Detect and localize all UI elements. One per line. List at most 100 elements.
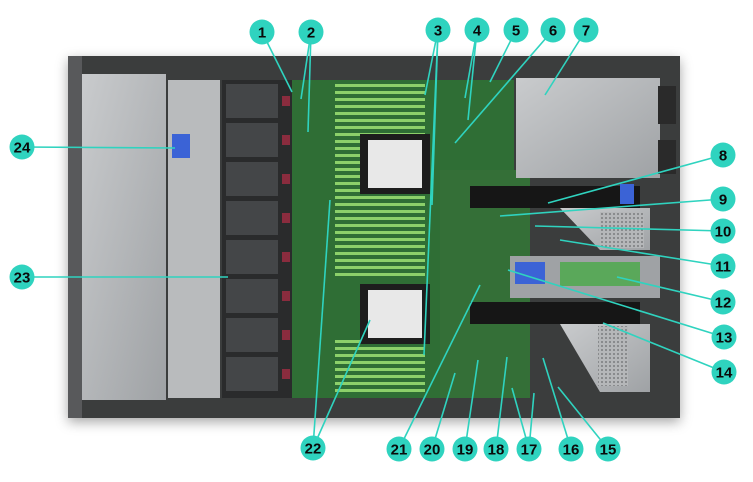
air-baffle bbox=[168, 80, 220, 398]
callout-badge bbox=[710, 253, 736, 279]
dimm bbox=[335, 203, 425, 206]
fan-module bbox=[226, 162, 278, 196]
callout-20: 20 bbox=[419, 436, 445, 462]
leader-line-11 bbox=[559, 239, 724, 267]
leader-line-10 bbox=[534, 225, 724, 232]
leader-line-7 bbox=[544, 29, 587, 96]
fan-connector bbox=[282, 252, 290, 262]
callout-2: 2 bbox=[298, 19, 324, 45]
callout-badge bbox=[710, 289, 736, 315]
callout-21: 21 bbox=[386, 436, 412, 462]
callout-badge bbox=[452, 436, 478, 462]
leader-line-21 bbox=[398, 284, 481, 450]
callout-badge bbox=[386, 436, 412, 462]
callout-number: 3 bbox=[434, 23, 442, 40]
fan-connector bbox=[282, 96, 290, 106]
fan-module bbox=[226, 84, 278, 118]
dimm bbox=[335, 119, 425, 122]
callout-badge bbox=[516, 436, 542, 462]
callout-badge bbox=[595, 436, 621, 462]
riser-cage-primary bbox=[470, 184, 650, 250]
callout-badge bbox=[9, 134, 35, 160]
psu-handle-top bbox=[658, 86, 676, 124]
callout-badge bbox=[483, 436, 509, 462]
dimm bbox=[335, 217, 425, 220]
fan-module bbox=[226, 201, 278, 235]
callout-badge bbox=[425, 17, 451, 43]
dimm bbox=[335, 375, 425, 378]
leader-line-18 bbox=[495, 356, 508, 450]
drive-latch bbox=[172, 134, 190, 158]
callout-number: 10 bbox=[715, 224, 732, 241]
fan-connector bbox=[282, 213, 290, 223]
callout-17: 17 bbox=[516, 436, 542, 462]
callout-badge bbox=[558, 436, 584, 462]
callout-19: 19 bbox=[452, 436, 478, 462]
callout-number: 9 bbox=[719, 192, 727, 209]
leader-line-15 bbox=[557, 386, 609, 450]
callout-4: 4 bbox=[464, 17, 490, 43]
fan-module bbox=[226, 318, 278, 352]
callout-badge bbox=[419, 436, 445, 462]
dimm bbox=[335, 259, 425, 262]
callout-badge bbox=[540, 17, 566, 43]
fan-connector bbox=[282, 369, 290, 379]
dimm bbox=[335, 210, 425, 213]
callout-number: 22 bbox=[305, 441, 322, 458]
dimm bbox=[335, 273, 425, 276]
dimm bbox=[335, 238, 425, 241]
processor-2 bbox=[360, 284, 430, 344]
leader-line-13 bbox=[507, 269, 725, 338]
callout-number: 15 bbox=[600, 442, 617, 459]
callout-number: 11 bbox=[715, 259, 731, 276]
dimm bbox=[335, 361, 425, 364]
dimm bbox=[335, 382, 425, 385]
callout-10: 10 bbox=[710, 218, 736, 244]
front-bezel bbox=[68, 56, 82, 418]
callout-8: 8 bbox=[710, 142, 736, 168]
processor-1 bbox=[360, 134, 430, 194]
callout-number: 23 bbox=[14, 270, 31, 287]
leader-line-22 bbox=[312, 199, 331, 449]
dimm bbox=[335, 368, 425, 371]
riser-cage-middle bbox=[510, 256, 660, 298]
callout-11: 11 bbox=[710, 253, 736, 279]
power-supply-bay bbox=[516, 78, 660, 178]
fan-connector bbox=[282, 330, 290, 340]
callout-number: 8 bbox=[719, 148, 727, 165]
callout-badge bbox=[249, 19, 275, 45]
leader-line-19 bbox=[464, 359, 479, 450]
callout-badge bbox=[300, 435, 326, 461]
callout-3: 3 bbox=[425, 17, 451, 43]
leader-line-24 bbox=[21, 146, 176, 149]
callout-16: 16 bbox=[558, 436, 584, 462]
callout-12: 12 bbox=[710, 289, 736, 315]
dimm bbox=[335, 266, 425, 269]
callout-number: 19 bbox=[457, 442, 474, 459]
callout-number: 5 bbox=[512, 23, 520, 40]
leader-line-14 bbox=[602, 322, 725, 373]
dimm bbox=[335, 112, 425, 115]
leader-line-12 bbox=[616, 276, 724, 303]
leader-line-20 bbox=[431, 372, 456, 450]
callout-number: 12 bbox=[715, 295, 732, 312]
fan-module bbox=[226, 123, 278, 157]
dimm bbox=[335, 196, 425, 199]
callout-badge bbox=[464, 17, 490, 43]
callout-7: 7 bbox=[573, 17, 599, 43]
callout-6: 6 bbox=[540, 17, 566, 43]
dimm bbox=[335, 389, 425, 392]
riser-cage-secondary bbox=[470, 302, 650, 392]
dimm bbox=[335, 224, 425, 227]
dimm bbox=[335, 231, 425, 234]
leader-line-8 bbox=[547, 154, 724, 204]
callout-number: 13 bbox=[716, 330, 733, 347]
fan-module bbox=[226, 240, 278, 274]
callout-badge bbox=[711, 359, 737, 385]
callout-number: 21 bbox=[391, 442, 408, 459]
dimm bbox=[335, 98, 425, 101]
callout-badge bbox=[710, 186, 736, 212]
callout-number: 16 bbox=[563, 442, 580, 459]
